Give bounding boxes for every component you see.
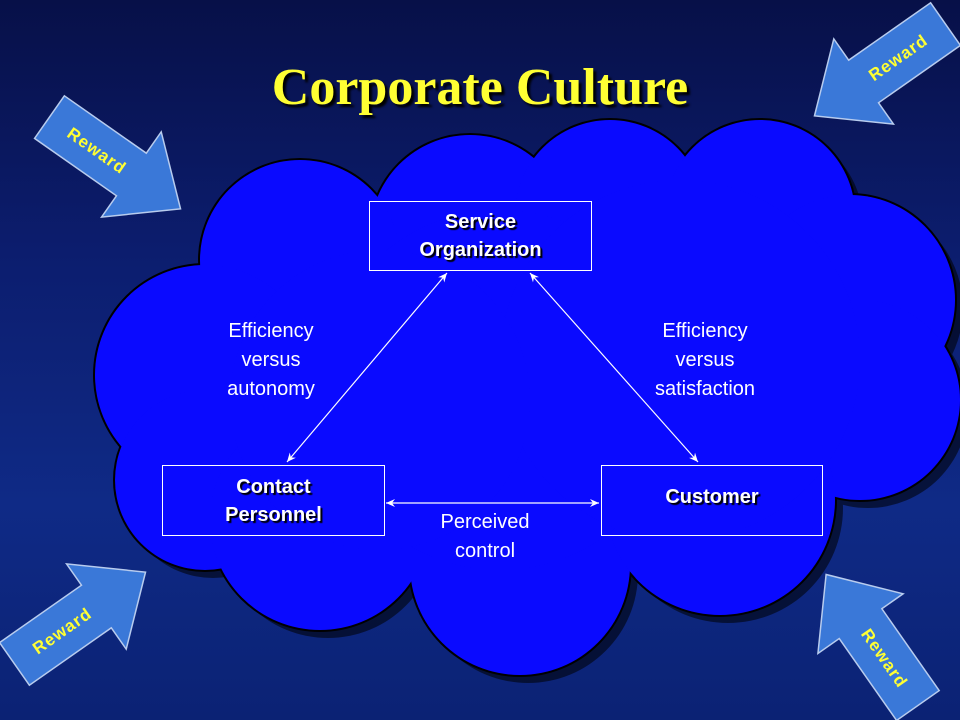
reward-arrow-bottom-right: Reward bbox=[817, 573, 941, 720]
relation-perceived-control: Perceived control bbox=[440, 511, 530, 562]
reward-arrow-bottom-left: Reward bbox=[0, 563, 147, 687]
relation-efficiency-satisfaction: Efficiency versus satisfaction bbox=[654, 320, 756, 400]
customer-box: Customer bbox=[601, 465, 823, 536]
service-organization-box: Service Organization bbox=[369, 201, 592, 271]
arrow-org-customer bbox=[529, 272, 699, 463]
slide-title: Corporate Culture bbox=[271, 59, 689, 116]
contact-personnel-box: Contact Personnel bbox=[162, 465, 385, 536]
arrow-org-contact bbox=[286, 272, 448, 463]
relation-efficiency-autonomy: Efficiency versus autonomy bbox=[227, 320, 315, 400]
